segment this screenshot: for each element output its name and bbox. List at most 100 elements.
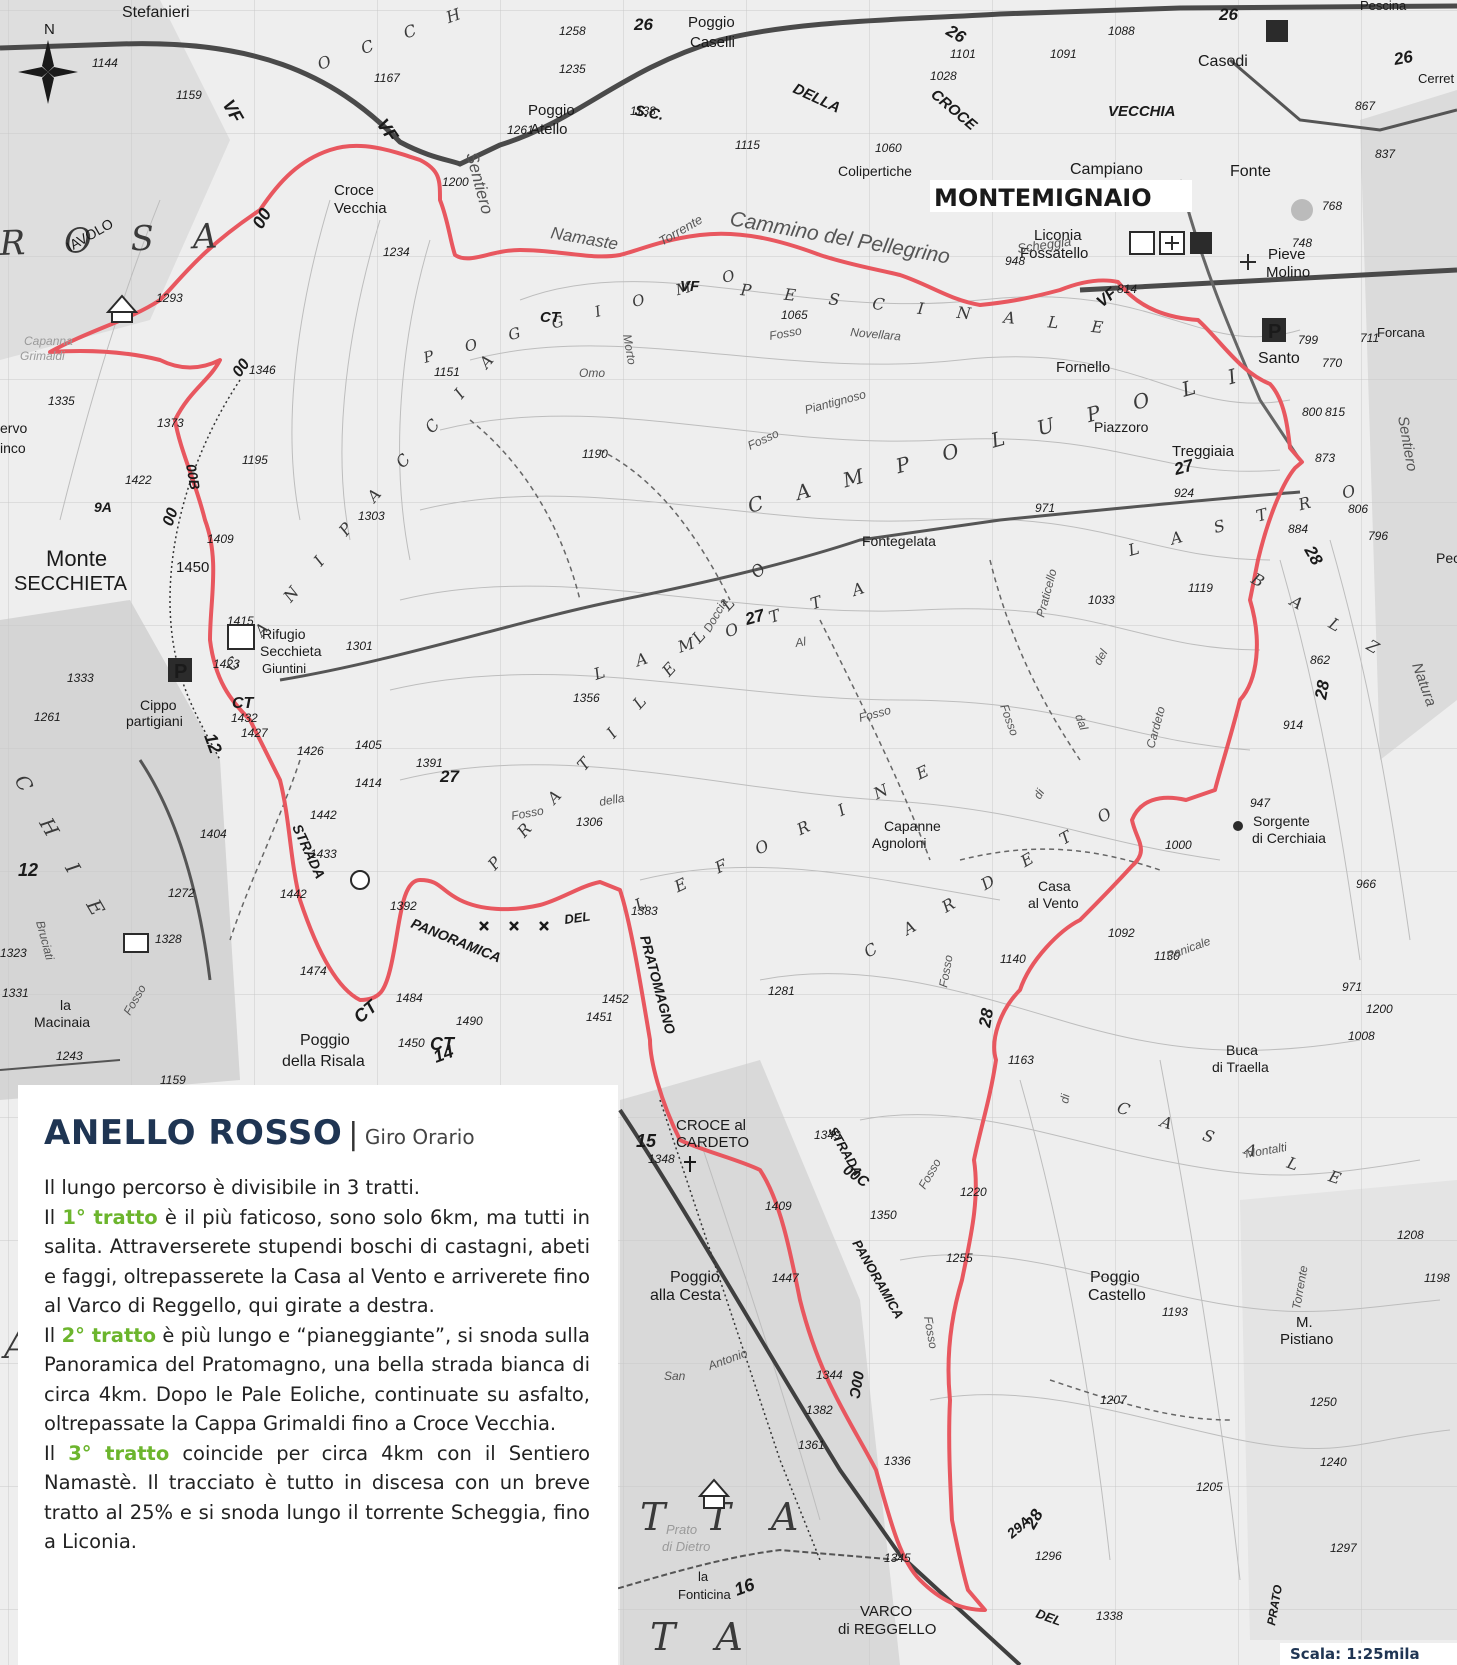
elevation-label: 1447 (772, 1271, 800, 1285)
place-label: Pec (1436, 550, 1457, 566)
elevation-label: 1205 (1196, 1480, 1223, 1494)
place-label: Fornello (1056, 359, 1110, 376)
water-label: Fosso (768, 323, 803, 343)
place-label: Buca (1226, 1042, 1258, 1058)
summit-name: SECCHIETA (14, 573, 128, 595)
water-label: Fosso (510, 803, 545, 823)
area-label: T A (650, 1615, 757, 1659)
elevation-label: 1140 (1000, 952, 1026, 966)
elevation-label: 1028 (930, 69, 957, 83)
bus-stop-icon (1129, 231, 1155, 255)
place-label: Castello (1088, 1287, 1146, 1304)
elevation-label: 1240 (1320, 1455, 1347, 1469)
place-label: di REGGELLO (838, 1621, 936, 1638)
elevation-label: 1303 (358, 509, 385, 523)
place-label: Fontegelata (862, 533, 936, 549)
elevation-label: 914 (1283, 718, 1303, 732)
segment-3-label: 3° tratto (68, 1441, 170, 1465)
elevation-label: 1008 (1348, 1029, 1375, 1043)
elevation-label: 1243 (56, 1049, 83, 1063)
elevation-label: 1101 (950, 47, 976, 61)
elevation-label: 1293 (156, 291, 183, 305)
place-label: Macinaia (34, 1014, 90, 1030)
place-label: Giuntini (262, 661, 306, 676)
elevation-label: 1281 (768, 984, 795, 998)
segment-3-prefix: Il (44, 1441, 56, 1465)
elevation-label: 1000 (1165, 838, 1192, 852)
place-label: Pescina (1360, 0, 1407, 13)
place-label: Secchieta (260, 643, 322, 659)
svg-text:P: P (174, 661, 187, 683)
elevation-label: 1235 (559, 62, 586, 76)
segment-1-label: 1° tratto (62, 1205, 158, 1229)
place-label: Casodi (1198, 53, 1248, 70)
elevation-label: 862 (1310, 653, 1330, 667)
elevation-label: 1272 (168, 886, 195, 900)
elevation-label: 924 (1174, 486, 1194, 500)
place-label: Poggio (670, 1269, 720, 1286)
elevation-label: 1033 (1088, 593, 1115, 607)
place-label: Campiano (1070, 161, 1143, 178)
place-label: Poggio (300, 1032, 350, 1049)
water-label: Fosso (921, 1315, 941, 1350)
place-label: Caselli (690, 34, 735, 51)
water-label: Scheggia (1016, 234, 1072, 256)
elevation-label: 971 (1342, 980, 1362, 994)
intro-text: Il lungo percorso è divisibile in 3 trat… (44, 1176, 420, 1199)
elevation-label: 1258 (559, 24, 586, 38)
water-label: della (598, 791, 626, 809)
trail-label: 00B (183, 463, 203, 491)
place-label: al Vento (1028, 895, 1079, 911)
elevation-label: 1092 (1108, 926, 1135, 940)
elevation-label: 1452 (602, 992, 629, 1006)
trail-label: CT (430, 1034, 456, 1054)
elevation-label: 1297 (1330, 1541, 1358, 1555)
map-icons: P P (105, 20, 1313, 1509)
town-label-bg (930, 180, 1192, 212)
trail-label: CT (232, 695, 255, 712)
elevation-label: 837 (1375, 147, 1396, 161)
route-title: ANELLO ROSSO|Giro Orario (44, 1113, 590, 1157)
place-label: Grimaldi (20, 349, 65, 363)
elevation-label: 1255 (946, 1251, 973, 1265)
ridge-trail (169, 379, 821, 1561)
shelter-icon (105, 294, 139, 323)
compass: N (18, 21, 78, 104)
elevation-label: 1423 (213, 657, 240, 671)
trail-label: 9A (94, 499, 112, 515)
elevation-label: 1391 (416, 756, 443, 770)
elevation-label: 1409 (207, 532, 234, 546)
water-label: San (664, 1369, 686, 1383)
place-label: Fonticina (678, 1587, 732, 1602)
place-label: Santo (1258, 350, 1300, 367)
elevation-label: 1432 (231, 711, 258, 725)
trail-label: 12 (18, 860, 38, 880)
place-label: VARCO (860, 1603, 912, 1620)
elevation-label: 1484 (396, 991, 423, 1005)
elevation-label: 1373 (157, 416, 184, 430)
summit-name: Monte (46, 546, 107, 571)
place-label: CROCE al (676, 1117, 746, 1134)
elevation-label: 1193 (1162, 1305, 1188, 1319)
elevation-label: 1195 (242, 453, 268, 467)
area-label: T T A (640, 1495, 812, 1539)
elevation-label: 815 (1325, 405, 1345, 419)
elevation-label: 1130 (1154, 949, 1180, 963)
elevation-label: 1119 (1188, 581, 1213, 595)
elevation-label: 768 (1322, 199, 1342, 213)
elevation-label: 1261 (34, 710, 61, 724)
elevation-label: 1328 (155, 932, 182, 946)
place-label: Vecchia (334, 200, 387, 217)
elevation-label: 1306 (576, 815, 603, 829)
elevation-label: 1207 (1100, 1393, 1128, 1407)
anello-rosso-route[interactable] (48, 143, 1304, 1612)
elevation-label: 1159 (176, 88, 202, 102)
route-subtitle: Giro Orario (364, 1125, 475, 1149)
trail-label: 26 (633, 15, 653, 34)
trail-label: 00 (160, 506, 182, 529)
elevation-label: 971 (1035, 501, 1055, 515)
place-label: Cippo (140, 697, 177, 713)
elevation-label: 1392 (390, 899, 417, 913)
place-label: la (698, 1569, 709, 1584)
